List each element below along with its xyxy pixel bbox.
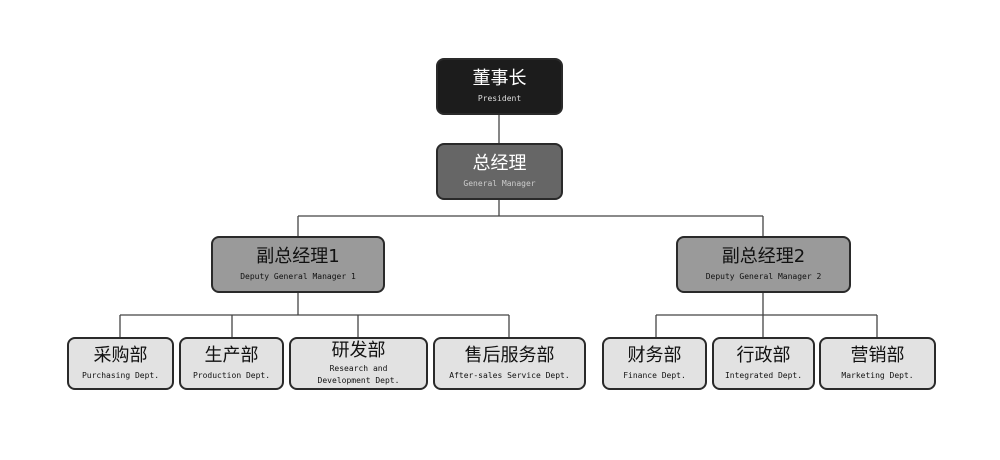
node-deputy-1: 副总经理1 Deputy General Manager 1 [211,236,385,293]
node-finance: 财务部 Finance Dept. [602,337,707,390]
node-title: 研发部 [331,340,386,361]
node-production: 生产部 Production Dept. [179,337,284,390]
node-title: 副总经理1 [256,246,340,267]
node-deputy-2: 副总经理2 Deputy General Manager 2 [676,236,851,293]
node-title: 副总经理2 [721,246,806,267]
node-title: 营销部 [850,345,905,366]
node-title: 总经理 [472,153,527,174]
node-president: 董事长 President [436,58,563,115]
node-research-development: 研发部 Research and Development Dept. [289,337,428,390]
node-marketing: 营销部 Marketing Dept. [819,337,936,390]
node-after-sales: 售后服务部 After-sales Service Dept. [433,337,586,390]
node-purchasing: 采购部 Purchasing Dept. [67,337,174,390]
node-subtitle: Integrated Dept. [724,371,803,380]
node-title: 售后服务部 [464,345,555,366]
node-title: 行政部 [736,345,791,366]
node-title: 董事长 [472,68,527,89]
node-subtitle: Finance Dept. [623,371,686,380]
node-subtitle: Purchasing Dept. [81,371,160,380]
node-subtitle: General Manager [463,179,536,188]
node-subtitle: Deputy General Manager 2 [705,272,822,281]
node-subtitle: President [477,94,522,103]
node-general-manager: 总经理 General Manager [436,143,563,200]
node-subtitle: Deputy General Manager 1 [240,272,356,281]
node-title: 采购部 [93,345,148,366]
node-subtitle: Research and Development Dept. [317,364,400,385]
node-title: 财务部 [627,345,682,366]
node-integrated: 行政部 Integrated Dept. [712,337,815,390]
node-subtitle: After-sales Service Dept. [449,371,570,380]
node-title: 生产部 [204,345,259,366]
node-subtitle: Production Dept. [192,371,271,380]
node-subtitle: Marketing Dept. [841,371,914,380]
